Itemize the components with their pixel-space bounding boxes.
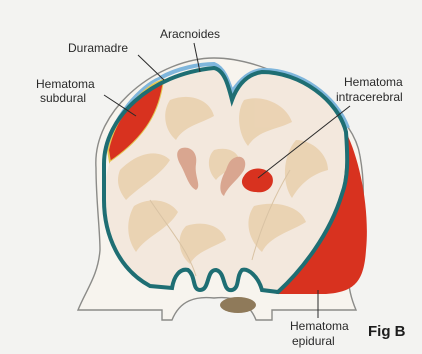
leader-duramadre (138, 55, 164, 80)
label-aracnoides: Aracnoides (160, 27, 220, 41)
figure-label: Fig B (368, 323, 406, 340)
label-hematoma-subdural-1: Hematoma (36, 77, 95, 91)
label-hematoma-intracerebral-1: Hematoma (344, 75, 403, 89)
label-hematoma-intracerebral-2: intracerebral (336, 90, 403, 104)
sinus (220, 297, 256, 313)
label-duramadre: Duramadre (68, 41, 128, 55)
label-hematoma-epidural-2: epidural (292, 334, 335, 348)
label-hematoma-epidural-1: Hematoma (290, 319, 349, 333)
label-hematoma-subdural-2: subdural (40, 91, 86, 105)
